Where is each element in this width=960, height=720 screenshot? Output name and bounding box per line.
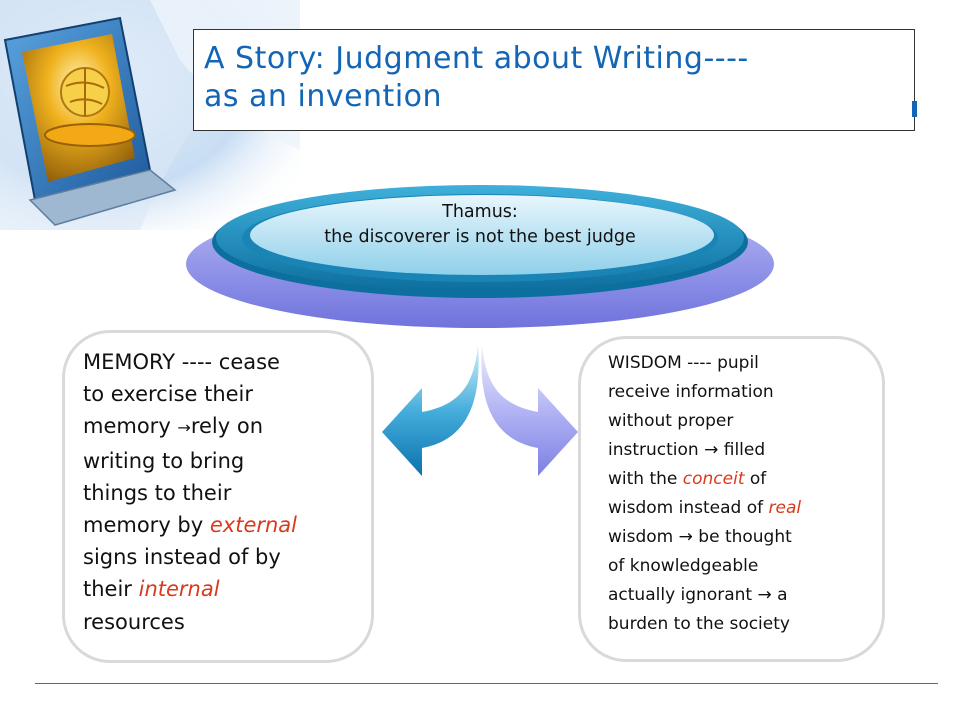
memory-line: their internal xyxy=(83,577,220,602)
thamus-ellipse xyxy=(186,185,774,328)
wisdom-line: instruction → filled xyxy=(608,440,766,460)
memory-line: writing to bring xyxy=(83,448,245,473)
memory-line: memory by external xyxy=(83,513,298,538)
wisdom-text: WISDOM ---- pupil receive information wi… xyxy=(608,349,801,639)
wisdom-line: wisdom instead of real xyxy=(608,498,802,518)
arrow-glyph: → xyxy=(177,418,191,438)
thamus-caption-line-2: the discoverer is not the best judge xyxy=(324,227,636,247)
memory-panel: MEMORY ---- cease to exercise their memo… xyxy=(62,330,374,663)
memory-line: MEMORY ---- cease xyxy=(83,350,280,374)
thamus-caption-line-1: Thamus: xyxy=(442,202,518,222)
wisdom-line: receive information xyxy=(608,382,774,402)
wisdom-line: without proper xyxy=(608,411,734,431)
memory-line: memory →rely on xyxy=(83,414,264,439)
memory-line: resources xyxy=(83,609,185,634)
wisdom-panel: WISDOM ---- pupil receive information wi… xyxy=(578,336,885,662)
emphasis-conceit: conceit xyxy=(682,469,745,489)
wisdom-line: with the conceit of xyxy=(608,469,767,489)
memory-line: things to their xyxy=(83,480,232,505)
title-accent-mark xyxy=(912,101,917,117)
memory-text: MEMORY ---- cease to exercise their memo… xyxy=(83,346,297,638)
wisdom-line: actually ignorant → a xyxy=(608,585,788,605)
slide-title-line-2: as an invention xyxy=(204,79,443,114)
bottom-divider xyxy=(35,683,938,684)
emphasis-internal: internal xyxy=(138,577,220,602)
wisdom-line: WISDOM ---- pupil xyxy=(608,353,759,373)
emphasis-real: real xyxy=(768,498,802,518)
wisdom-line: burden to the society xyxy=(608,614,790,634)
title-box: A Story: Judgment about Writing---- as a… xyxy=(193,29,915,131)
wisdom-line: wisdom → be thought xyxy=(608,527,792,547)
wisdom-line: of knowledgeable xyxy=(608,556,759,576)
curved-arrow-left-icon xyxy=(382,345,479,476)
emphasis-external: external xyxy=(209,513,298,538)
memory-line: to exercise their xyxy=(83,382,254,407)
branch-arrows xyxy=(382,345,578,476)
thamus-caption: Thamus: the discoverer is not the best j… xyxy=(250,200,710,250)
memory-line: signs instead of by xyxy=(83,545,281,570)
slide-title-line-1: A Story: Judgment about Writing---- xyxy=(204,41,749,76)
curved-arrow-right-icon xyxy=(481,345,578,476)
